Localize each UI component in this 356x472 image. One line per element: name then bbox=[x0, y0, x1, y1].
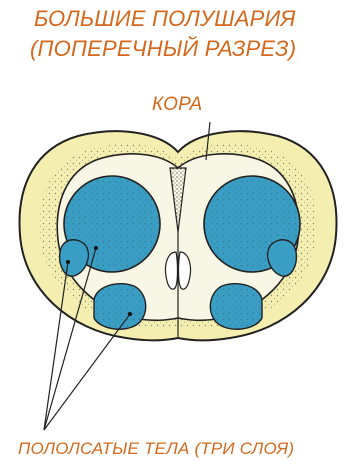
left-striatum-lower-dots bbox=[94, 284, 146, 330]
right-striatum-lower-dots bbox=[210, 284, 262, 330]
marker-lower bbox=[128, 312, 132, 316]
marker-lateral bbox=[66, 260, 70, 264]
pointer-lower bbox=[44, 314, 130, 430]
marker-upper bbox=[94, 246, 98, 250]
